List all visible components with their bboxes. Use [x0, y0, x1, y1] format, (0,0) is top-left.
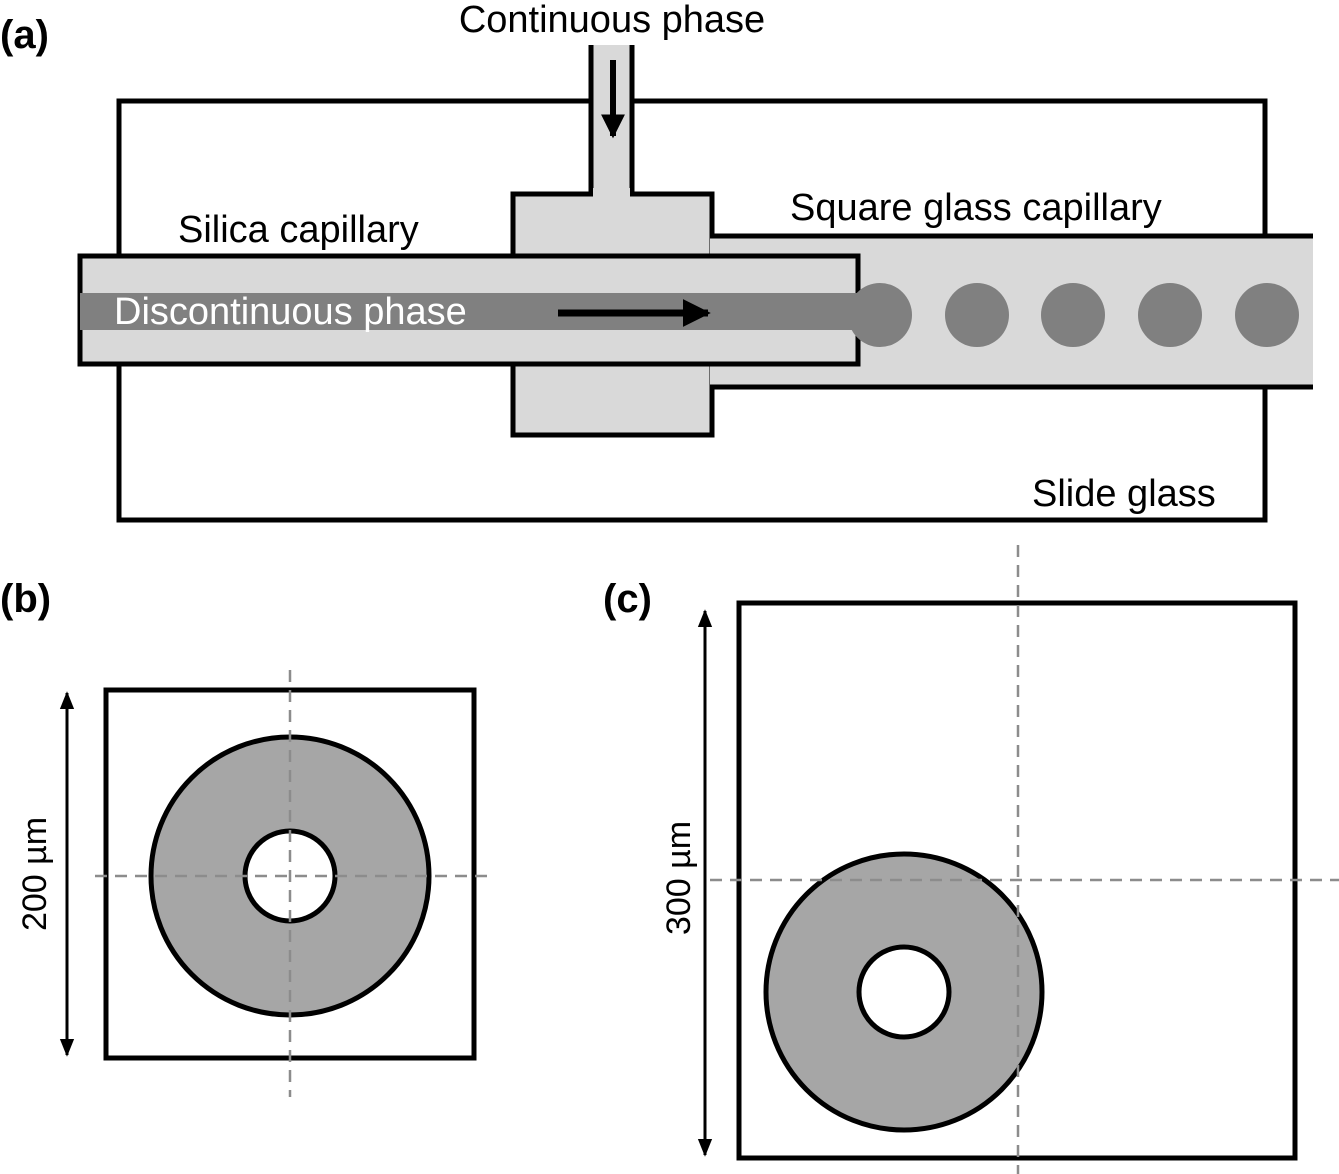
annulus-inner-c: [856, 944, 952, 1040]
panel-b-label: (b): [0, 577, 51, 621]
droplet: [1138, 283, 1202, 347]
droplet: [945, 283, 1009, 347]
panel-a-label: (a): [0, 13, 49, 57]
discontinuous-stream: [80, 293, 880, 330]
dimension-label-c: 300 µm: [660, 821, 698, 935]
panel-a: (a) Continuous phase Silica capillary Di…: [0, 0, 1313, 523]
dimension-label-b: 200 µm: [16, 817, 54, 931]
panel-c-label: (c): [603, 577, 652, 621]
droplets: [848, 283, 1299, 347]
droplet: [1235, 283, 1299, 347]
discontinuous-phase-label: Discontinuous phase: [114, 291, 467, 333]
panel-b: (b) 200 µm: [0, 577, 490, 1097]
slide-glass-label: Slide glass: [1032, 473, 1216, 515]
droplet: [1041, 283, 1105, 347]
panel-c: (c) 300 µm: [603, 545, 1339, 1174]
square-glass-capillary-label: Square glass capillary: [790, 187, 1162, 229]
inlet-opening: [593, 188, 630, 198]
silica-capillary-label: Silica capillary: [178, 209, 419, 251]
droplet: [848, 283, 912, 347]
continuous-phase-label: Continuous phase: [459, 0, 765, 41]
